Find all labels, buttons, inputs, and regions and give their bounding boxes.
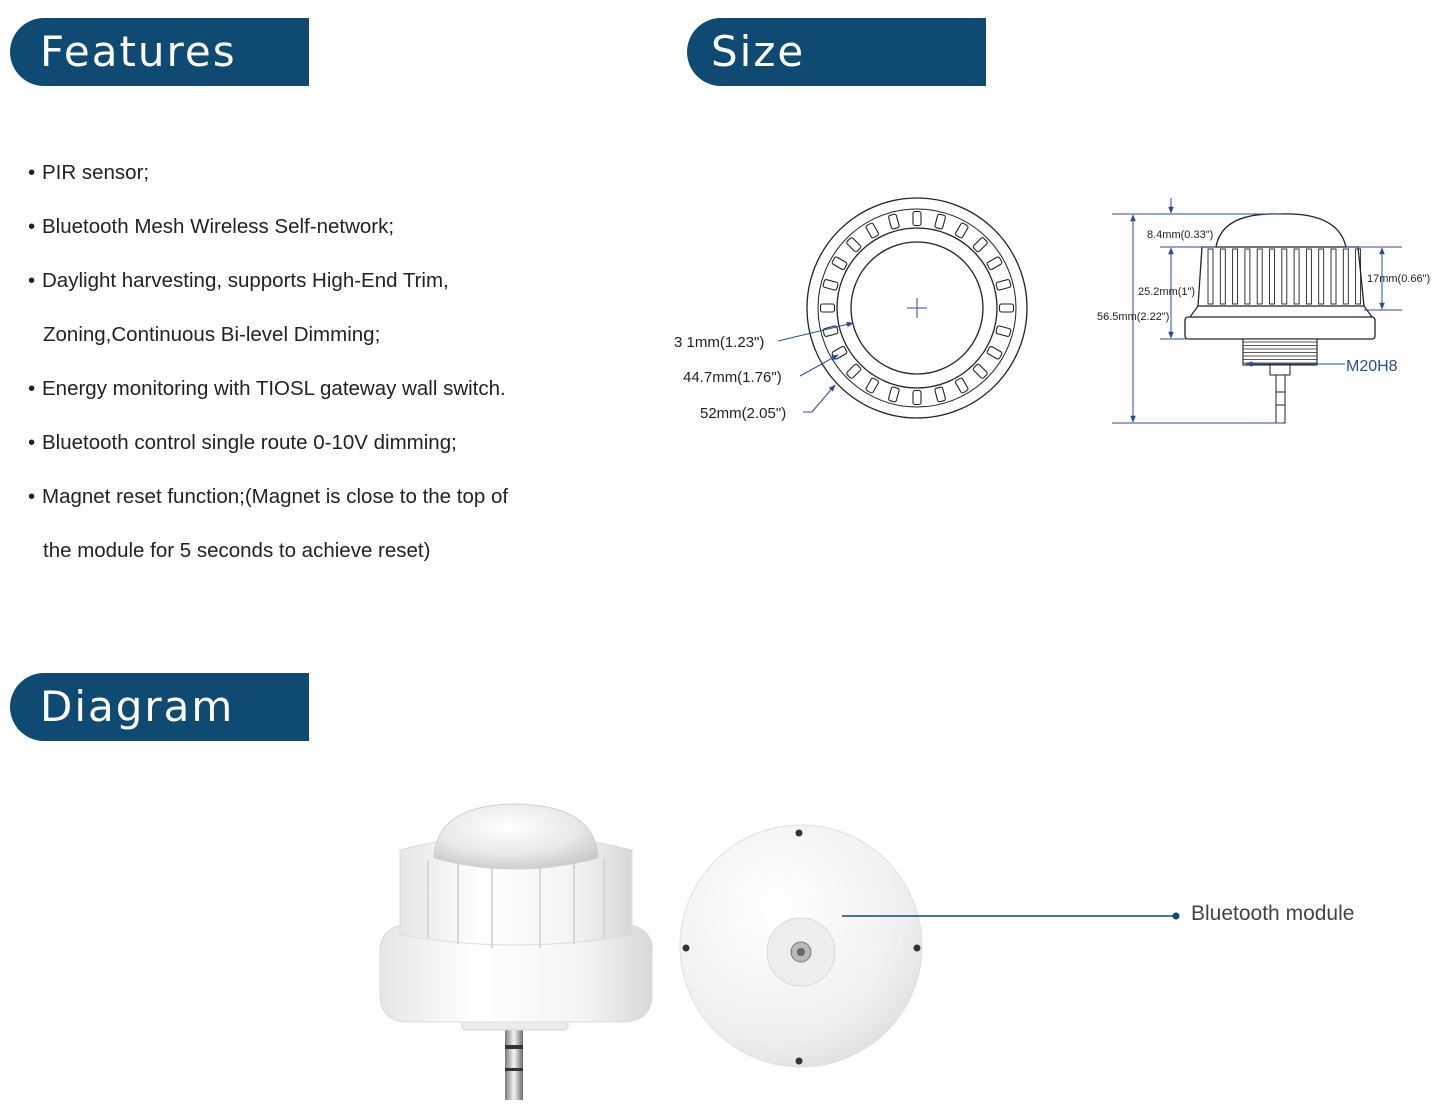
bluetooth-module-callout: Bluetooth module bbox=[1191, 902, 1355, 925]
leader-31mm bbox=[777, 321, 854, 342]
thread-label: M20H8 bbox=[1346, 358, 1398, 375]
feature-text: Daylight harvesting, supports High-End T… bbox=[42, 269, 449, 292]
fin-lines bbox=[1207, 248, 1362, 305]
feature-text: Bluetooth control single route 0-10V dim… bbox=[42, 431, 457, 454]
fin bbox=[1342, 248, 1349, 305]
bullet: • bbox=[28, 377, 36, 400]
bullet: • bbox=[28, 431, 36, 454]
feature-text: Energy monitoring with TIOSL gateway wal… bbox=[42, 377, 506, 400]
feature-text: PIR sensor; bbox=[42, 161, 150, 184]
feature-item: • Bluetooth control single route 0-10V di… bbox=[28, 420, 588, 474]
sensor-photo bbox=[379, 803, 653, 1100]
feature-text: the module for 5 seconds to achieve rese… bbox=[43, 539, 431, 562]
thread-lines bbox=[1243, 341, 1317, 364]
ring-slot bbox=[846, 237, 862, 253]
top-view-drawing: 3 1mm(1.23") 44.7mm(1.76") 52mm(2.05") bbox=[674, 197, 1028, 422]
ring-slot bbox=[831, 256, 848, 271]
ring-slot bbox=[972, 237, 988, 253]
ring-slot bbox=[954, 222, 969, 239]
features-list: • PIR sensor; • Bluetooth Mesh Wireless Se… bbox=[28, 150, 588, 582]
feature-text: Bluetooth Mesh Wireless Self-network; bbox=[42, 215, 395, 238]
dim-52mm-label: 52mm(2.05") bbox=[700, 405, 786, 422]
leader-447mm bbox=[799, 354, 839, 377]
feature-item-continued: the module for 5 seconds to achieve rese… bbox=[28, 528, 588, 582]
fin bbox=[1219, 248, 1226, 305]
bullet: • bbox=[28, 161, 36, 184]
ring-slot bbox=[865, 222, 880, 239]
ring-slot bbox=[995, 279, 1012, 291]
dim-565mm-label: 56.5mm(2.22") bbox=[1097, 311, 1169, 323]
fin bbox=[1318, 248, 1325, 305]
fin bbox=[1256, 248, 1263, 305]
dim-31mm-label: 3 1mm(1.23") bbox=[674, 334, 764, 351]
back-photo bbox=[679, 824, 923, 1068]
feature-text: Magnet reset function;(Magnet is close t… bbox=[42, 485, 509, 508]
fin bbox=[1281, 248, 1288, 305]
bullet: • bbox=[28, 269, 36, 292]
ring-slot bbox=[912, 389, 922, 406]
leader-52mm bbox=[811, 384, 836, 413]
diagram-heading: Diagram bbox=[10, 673, 309, 741]
ring-slot bbox=[819, 303, 836, 313]
fin bbox=[1244, 248, 1251, 305]
ring-slot bbox=[822, 279, 839, 291]
fin bbox=[1269, 248, 1275, 305]
fin bbox=[1207, 248, 1214, 305]
ring-slot bbox=[998, 303, 1015, 313]
callout-dot bbox=[1172, 912, 1180, 920]
fin bbox=[1330, 248, 1337, 305]
ring-slot bbox=[995, 325, 1012, 337]
dimension-drawings: 3 1mm(1.23") 44.7mm(1.76") 52mm(2.05") bbox=[674, 197, 1430, 424]
ring-slot bbox=[954, 377, 969, 394]
ring-slot bbox=[972, 363, 988, 379]
ring-slot bbox=[986, 256, 1003, 271]
ring-slot bbox=[934, 213, 946, 230]
ring-slot bbox=[912, 210, 922, 227]
ring-slot bbox=[934, 386, 946, 403]
features-heading: Features bbox=[10, 18, 309, 86]
feature-item: • Bluetooth Mesh Wireless Self-network; bbox=[28, 204, 588, 258]
dim-17mm-label: 17mm(0.66") bbox=[1367, 273, 1430, 285]
side-view-drawing: 8.4mm(0.33") 25.2mm(1") 56.5mm(2.22") 17… bbox=[1097, 198, 1430, 424]
dim-252mm-label: 25.2mm(1") bbox=[1138, 286, 1195, 298]
dim-447mm-label: 44.7mm(1.76") bbox=[683, 369, 782, 386]
fin bbox=[1355, 248, 1362, 305]
size-heading: Size bbox=[687, 18, 986, 86]
feature-item-continued: Zoning,Continuous Bi-level Dimming; bbox=[28, 312, 588, 366]
feature-item: • Daylight harvesting, supports High-End … bbox=[28, 258, 588, 312]
feature-item: • Magnet reset function;(Magnet is close … bbox=[28, 474, 588, 528]
bullet: • bbox=[28, 485, 36, 508]
ring-slot bbox=[865, 377, 880, 394]
ring-slot bbox=[822, 325, 839, 337]
fin bbox=[1305, 248, 1312, 305]
bullet: • bbox=[28, 215, 36, 238]
ring-slot bbox=[986, 345, 1003, 360]
ring-slot bbox=[846, 363, 862, 379]
fin bbox=[1232, 248, 1239, 305]
feature-text: Zoning,Continuous Bi-level Dimming; bbox=[43, 323, 381, 346]
ring-slot bbox=[888, 386, 900, 403]
dim-84mm-label: 8.4mm(0.33") bbox=[1147, 229, 1213, 241]
fin bbox=[1293, 248, 1300, 305]
feature-item: • Energy monitoring with TIOSL gateway wa… bbox=[28, 366, 588, 420]
ring-slot bbox=[888, 213, 900, 230]
feature-item: • PIR sensor; bbox=[28, 150, 588, 204]
